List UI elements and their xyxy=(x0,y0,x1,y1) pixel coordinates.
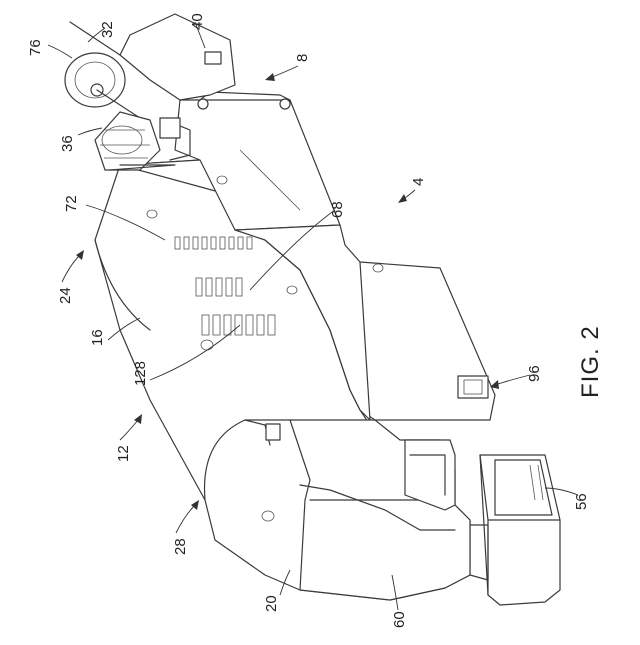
switch-button xyxy=(458,376,488,398)
label-72: 72 xyxy=(63,195,80,212)
label-28: 28 xyxy=(172,538,189,555)
label-76: 76 xyxy=(27,39,44,56)
label-4: 4 xyxy=(410,178,427,186)
device-drawing xyxy=(65,14,560,605)
label-68: 68 xyxy=(329,201,346,218)
label-56: 56 xyxy=(573,493,590,510)
label-128: 128 xyxy=(132,361,149,386)
label-60: 60 xyxy=(391,611,408,628)
figure-caption: FIG. 2 xyxy=(577,325,604,398)
label-32: 32 xyxy=(99,21,116,38)
label-16: 16 xyxy=(89,329,106,346)
label-20: 20 xyxy=(263,595,280,612)
label-24: 24 xyxy=(57,287,74,304)
vent-slots xyxy=(175,237,275,335)
label-36: 36 xyxy=(59,135,76,152)
label-96: 96 xyxy=(526,365,543,382)
battery-pack xyxy=(470,455,560,605)
label-8: 8 xyxy=(294,54,311,62)
label-12: 12 xyxy=(115,445,132,462)
front-face xyxy=(235,225,370,420)
